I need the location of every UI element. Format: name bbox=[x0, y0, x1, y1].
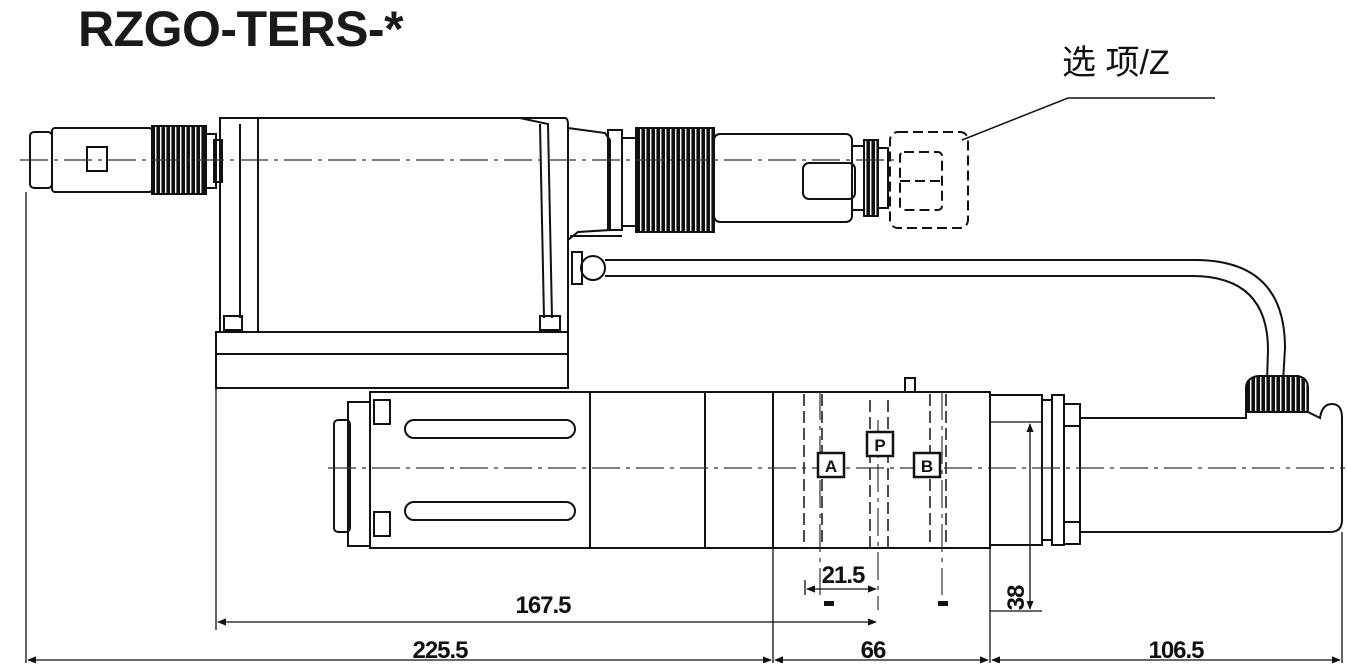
port-a-label: A bbox=[825, 457, 837, 476]
port-a: A bbox=[816, 451, 846, 479]
port-p: P bbox=[865, 430, 895, 458]
dimension-lines bbox=[27, 423, 1341, 664]
port-channels bbox=[803, 394, 947, 548]
option-z-cap bbox=[889, 131, 969, 229]
dim-225-5: 225.5 bbox=[412, 637, 468, 663]
dim-38: 38 bbox=[1003, 585, 1030, 610]
tolerance-mark bbox=[824, 601, 834, 606]
electronics-housing bbox=[215, 117, 623, 389]
port-b: B bbox=[912, 451, 942, 479]
option-z-label: 选 项/Z bbox=[1062, 44, 1170, 82]
dim-21-5: 21.5 bbox=[822, 562, 865, 589]
extension-lines bbox=[25, 192, 1343, 663]
drawing-title: RZGO-TERS-* bbox=[78, 1, 404, 57]
dim-66: 66 bbox=[861, 637, 886, 663]
dim-106-5: 106.5 bbox=[1148, 637, 1204, 663]
right-connector bbox=[621, 127, 889, 233]
dim-167-5: 167.5 bbox=[515, 592, 571, 619]
valve-body bbox=[333, 377, 1343, 549]
port-p-label: P bbox=[874, 436, 885, 455]
port-b-label: B bbox=[921, 457, 933, 476]
option-leader-line bbox=[961, 97, 1215, 141]
tolerance-mark bbox=[938, 601, 948, 606]
cable bbox=[571, 251, 1309, 413]
